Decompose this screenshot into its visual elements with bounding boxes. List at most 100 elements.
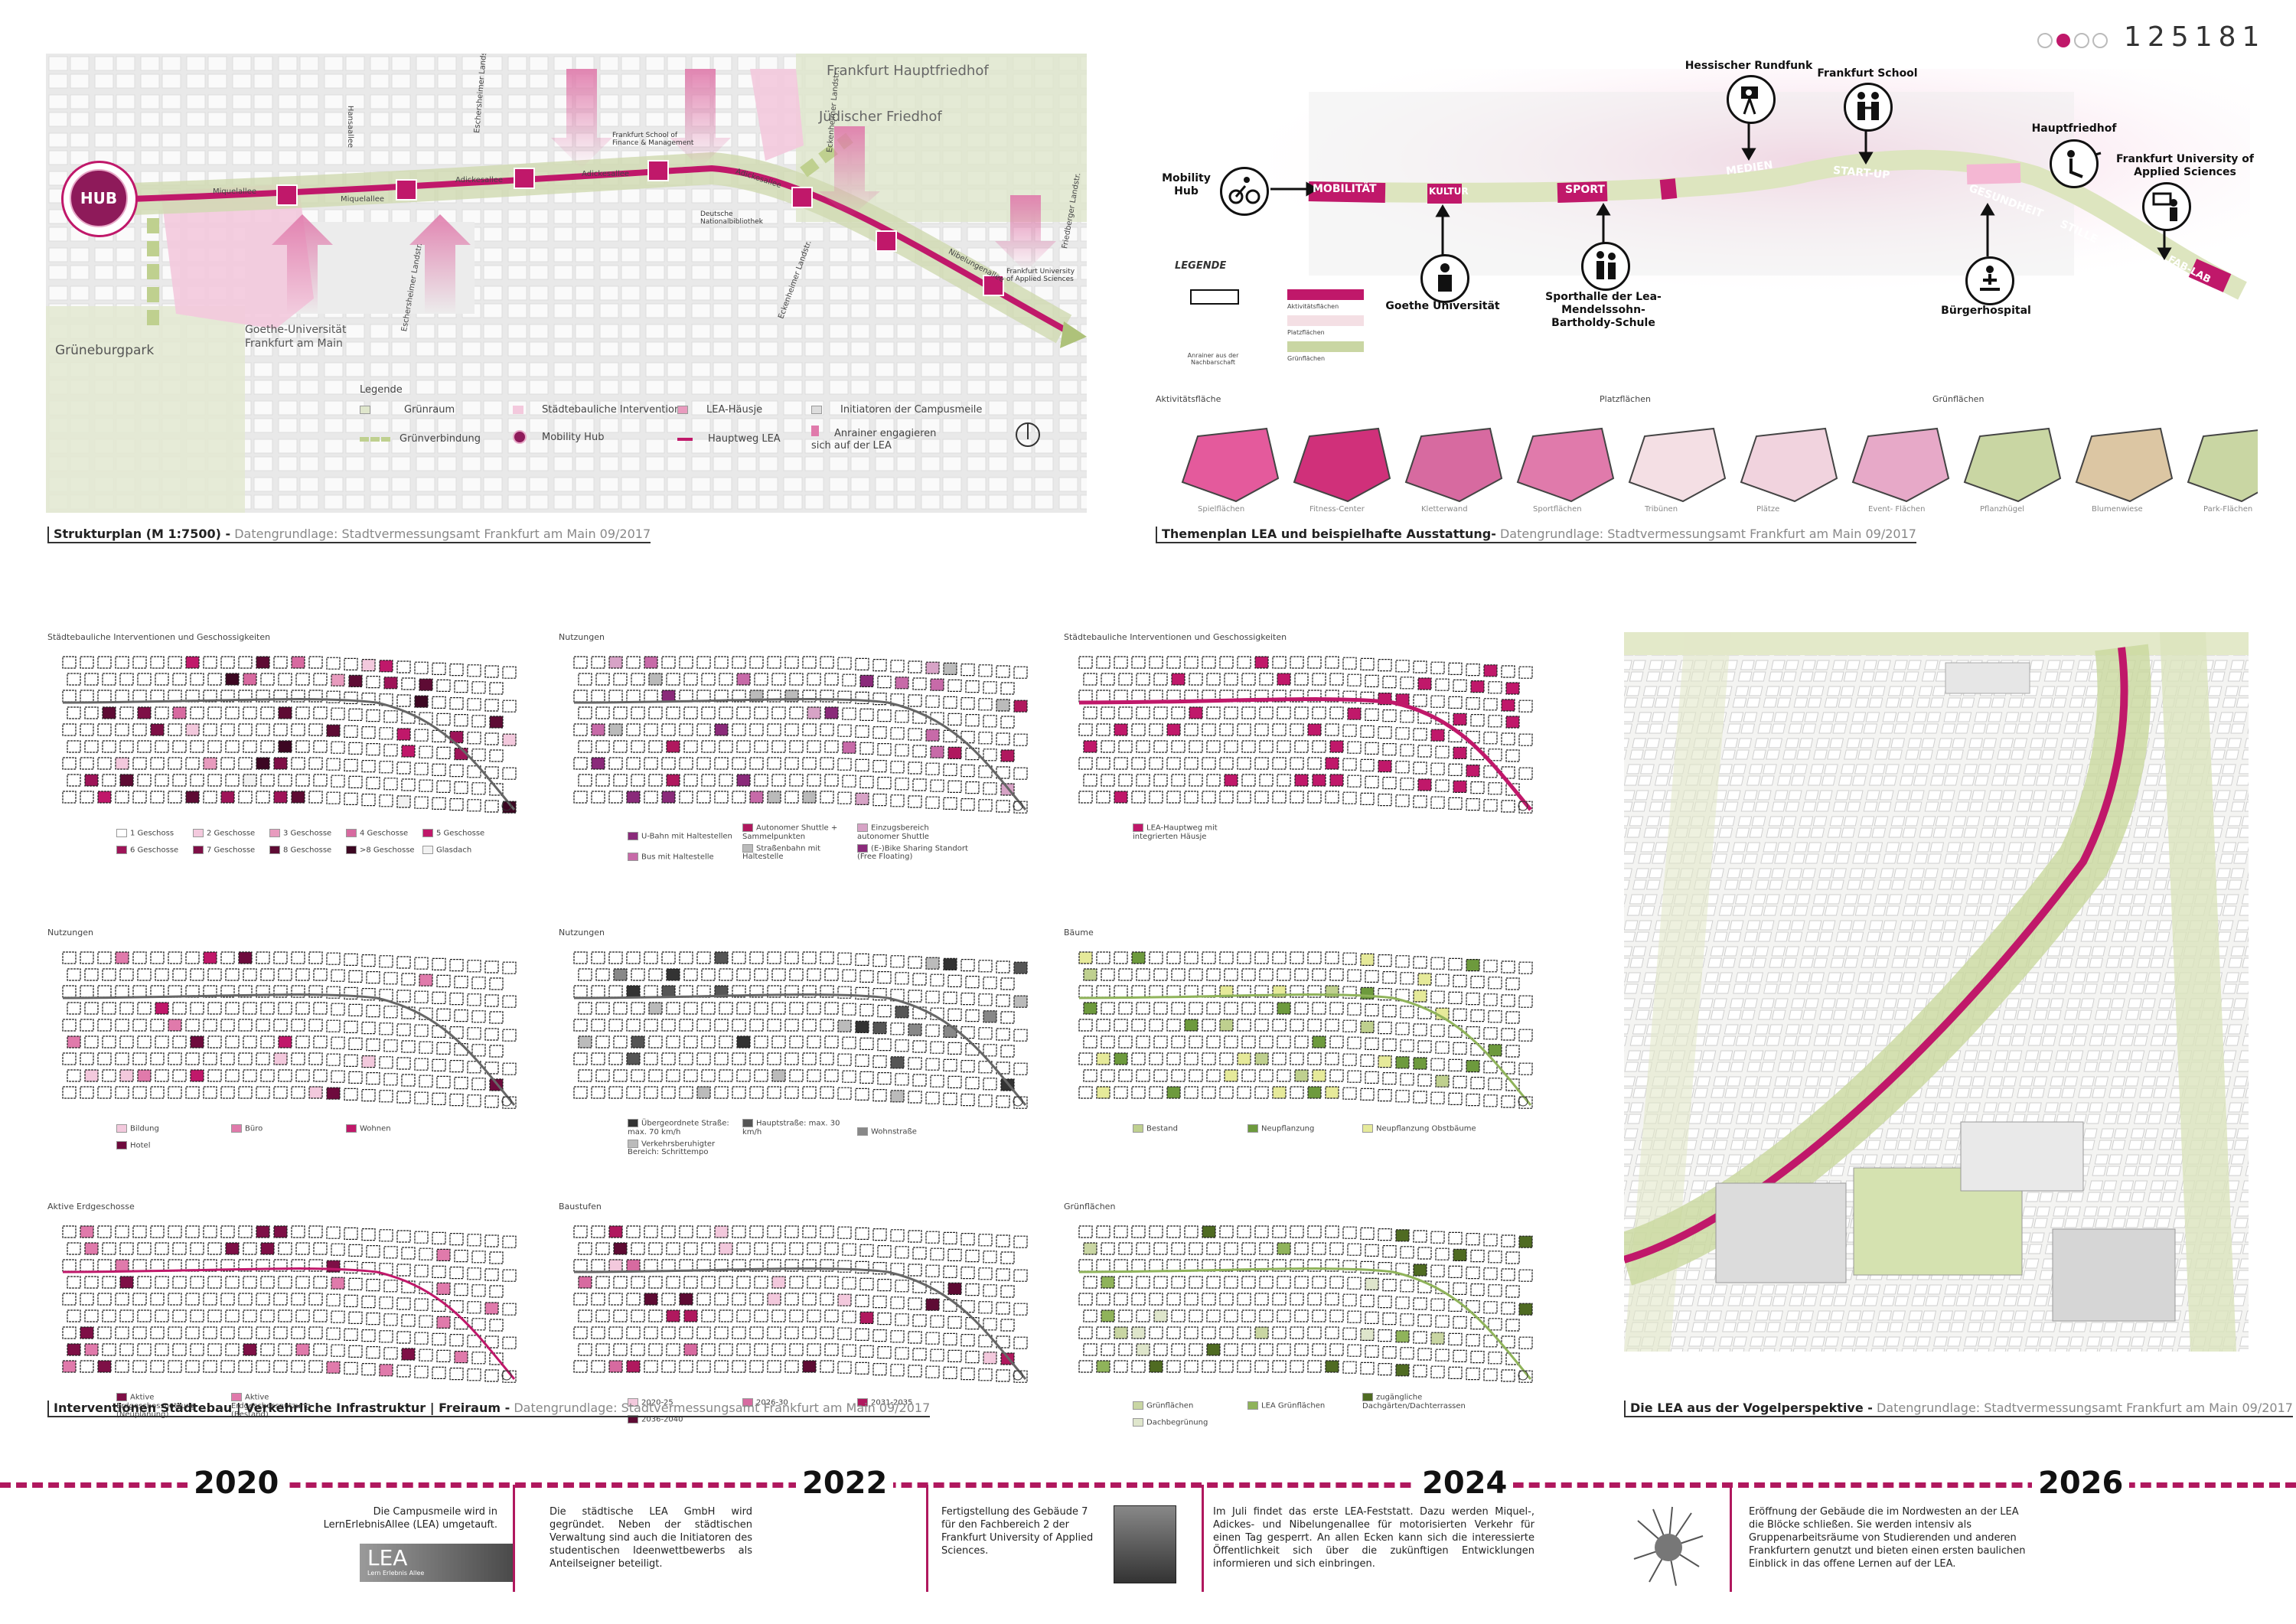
small-map-legend: Übergeordnete Straße: max. 70 km/hHaupts… — [628, 1119, 1041, 1159]
small-map-legend-item: 3 Geschosse — [269, 828, 346, 837]
year-2026: 2026 — [2032, 1466, 2130, 1501]
small-map-drawing — [1078, 1225, 1533, 1383]
equipment-area-shape — [1293, 427, 1391, 503]
node-label-sporthalle: Sporthalle der Lea-Mendelssohn-Bartholdy… — [1545, 291, 1662, 329]
node-label-goethe: Goethe Universität — [1385, 300, 1500, 312]
mobility-hub-marker[interactable]: HUB — [61, 161, 138, 237]
small-map-title: Nutzungen — [559, 928, 605, 938]
small-map-legend-item: >8 Geschosse — [346, 845, 422, 854]
node-label-fuas: Frankfurt University of Applied Sciences — [2115, 153, 2255, 178]
divider-3 — [1202, 1485, 1204, 1592]
small-map-legend-item: Aktive Erdgeschossnutzung (Neuplanung) — [116, 1393, 196, 1419]
small-map-legend-item: Glasdach — [422, 845, 499, 854]
small-map-drawing — [573, 951, 1028, 1109]
year-2024: 2024 — [1416, 1466, 1514, 1501]
themenplan-diagram: MOBILITÄT KULTUR SPORT MEDIEN START-UP G… — [1156, 38, 2258, 390]
node-label-buergerhospital: Bürgerhospital — [1941, 305, 2031, 317]
small-map-legend-item: 6 Geschosse — [116, 845, 193, 854]
hub-label: HUB — [70, 169, 128, 227]
small-map-title: Bäume — [1064, 928, 1094, 938]
aerial-view — [1624, 632, 2249, 1352]
legend-item-gruenverbindung: Grünverbindung — [360, 433, 481, 445]
handshake-icon[interactable] — [1844, 83, 1893, 132]
equipment-area-label: Tribünen — [1645, 505, 1678, 514]
small-map-legend-item: U-Bahn mit Haltestellen — [628, 832, 742, 841]
timeline: 2020 2022 2024 2026 Die Campusmeile wird… — [0, 1466, 2296, 1619]
strukturplan-map: HUB Frankfurt Hauptfriedhof Jüdischer Fr… — [46, 54, 1087, 513]
small-map-legend-item: Hotel — [116, 1140, 231, 1150]
small-map-legend-item: Neupflanzung — [1247, 1123, 1362, 1133]
divider-2 — [926, 1485, 928, 1592]
meditation-icon[interactable] — [1965, 256, 2014, 305]
equipment-area-label: Kletterwand — [1421, 505, 1468, 514]
map-label-juedisch: Jüdischer Friedhof — [819, 109, 942, 125]
bike-icon[interactable] — [1220, 167, 1269, 216]
legende-title: LEGENDE — [1175, 260, 1227, 272]
small-map-legend-item: LEA-Hauptweg mit integrierten Häusje — [1133, 823, 1218, 841]
small-map-legend-item: 5 Geschosse — [422, 828, 499, 837]
small-map-legend-item: Hauptstraße: max. 30 km/h — [742, 1119, 840, 1136]
equipment-area-shape — [1516, 427, 1615, 503]
band-label-kultur: KULTUR — [1429, 186, 1469, 197]
legend-item-hauptweg: Hauptweg LEA — [677, 433, 781, 445]
equipment-area-shape — [2187, 427, 2285, 503]
node-label-fs: Frankfurt School — [1817, 67, 1918, 80]
legende-note: Anrainer aus der Nachbarschaft — [1187, 352, 1239, 366]
entry-code: 125181 — [2124, 21, 2266, 53]
interventions-caption: Interventionen Städtebau | Verkehrliche … — [47, 1401, 931, 1417]
small-map-legend-item: zugängliche Dachgärten/Dachterrassen — [1362, 1393, 1466, 1410]
legend-item-hub: Mobility Hub — [513, 430, 604, 444]
small-map-legend-item: 8 Geschosse — [269, 845, 346, 854]
equipment-area-label: Pflanzhügel — [1980, 505, 2024, 514]
equipment-area-shape — [1851, 427, 1950, 503]
presenter-icon[interactable] — [2142, 182, 2191, 231]
camera-icon[interactable] — [1727, 75, 1776, 124]
equipment-area-label: Blumenwiese — [2092, 505, 2143, 514]
small-map-legend-item: Aktive Erdgeschossnutzung (Bestand) — [231, 1393, 311, 1419]
band-label-sport: SPORT — [1565, 184, 1605, 196]
equipment-area-shape — [1740, 427, 1838, 503]
street-miquel-2: Miquelallee — [341, 195, 385, 204]
year-2020: 2020 — [188, 1466, 285, 1501]
small-map-legend-item: LEA Grünflächen — [1247, 1401, 1362, 1410]
map-label-fs: Frankfurt School of Finance & Management — [612, 132, 694, 147]
small-map-3: Städtebauliche Interventionen und Gescho… — [1064, 632, 1554, 892]
person-reading-icon[interactable] — [1420, 254, 1469, 303]
legende-swatch-aktiv — [1287, 289, 1364, 300]
small-map-drawing — [62, 656, 517, 814]
year-2022: 2022 — [796, 1466, 894, 1501]
vogel-caption: Die LEA aus der Vogelperspektive - Daten… — [1624, 1401, 2293, 1417]
node-label-hauptfriedhof: Hauptfriedhof — [2031, 122, 2117, 135]
grave-icon[interactable] — [2050, 139, 2099, 188]
map-label-goethe: Goethe-Universität Frankfurt am Main — [245, 324, 347, 350]
small-map-title: Grünflächen — [1064, 1202, 1116, 1211]
strukturplan-caption: Strukturplan (M 1:7500) - Datengrundlage… — [47, 527, 651, 543]
north-arrow-icon — [1016, 422, 1040, 447]
small-map-drawing — [1078, 656, 1533, 814]
small-map-legend-item: Straßenbahn mit Haltestelle — [742, 843, 821, 861]
small-map-title: Baustufen — [559, 1202, 602, 1211]
small-map-legend-item: Grünflächen — [1133, 1401, 1247, 1410]
section-gruen: Grünflächen — [1932, 394, 1985, 404]
equipment-area-shape — [1181, 427, 1280, 503]
map-label-grueneburgpark: Grüneburgpark — [55, 343, 155, 358]
small-map-legend-item: Verkehrsberuhigter Bereich: Schrittempo — [628, 1139, 716, 1156]
band-label-mobilitaet: MOBILITÄT — [1313, 183, 1377, 195]
sport-players-icon[interactable] — [1581, 242, 1630, 291]
small-map-legend-item: Wohnen — [346, 1123, 461, 1133]
section-aktiv: Aktivitätsfläche — [1156, 394, 1221, 404]
equipment-area-label: Fitness-Center — [1309, 505, 1365, 514]
small-map-legend-item: Neupflanzung Obstbäume — [1362, 1123, 1477, 1133]
street-adickes-2: Adickesallee — [582, 170, 630, 178]
street-adickes-1: Adickesallee — [455, 176, 504, 184]
small-map-legend-item: 2 Geschosse — [193, 828, 269, 837]
timeline-text-2020: Die Campusmeile wird in LernErlebnisAlle… — [323, 1506, 497, 1531]
map-label-fuas: Frankfurt University of Applied Sciences — [1006, 268, 1075, 283]
